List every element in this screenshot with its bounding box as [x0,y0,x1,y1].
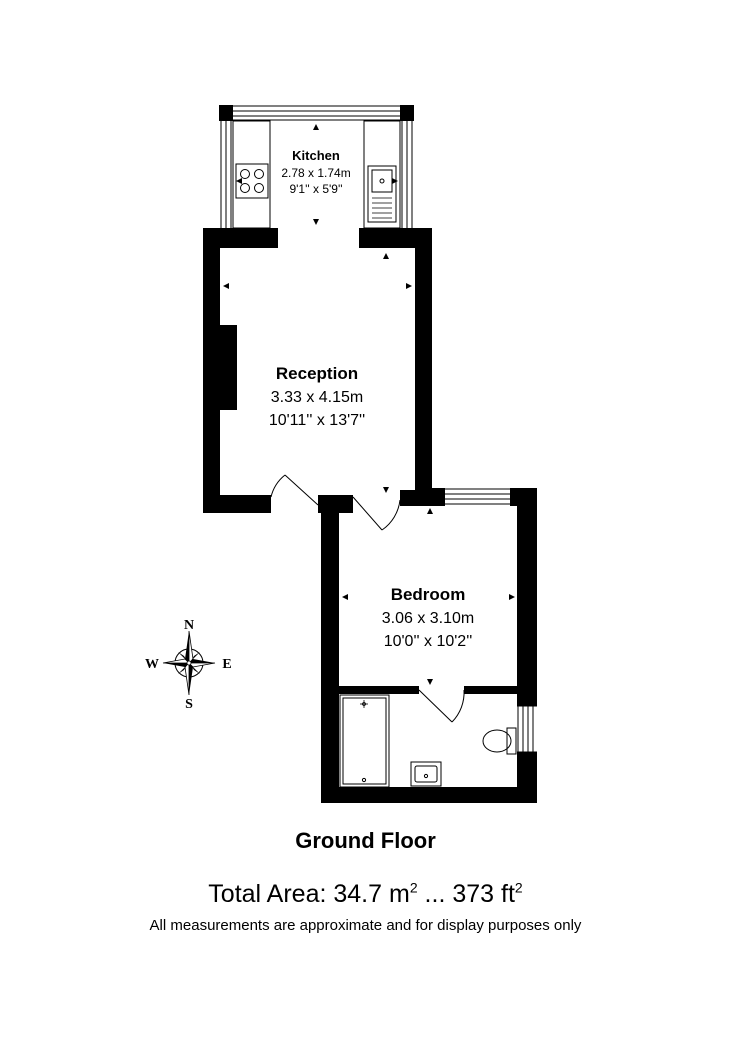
kitchen-area: Kitchen 2.78 x 1.74m 9'1'' x 5'9'' [219,105,414,229]
reception-bedroom-door [352,496,401,531]
walls [203,228,537,803]
total-area-imperial: 373 ft [452,880,515,908]
disclaimer: All measurements are approximate and for… [149,917,582,934]
reception-area: Reception 3.33 x 4.15m 10'11'' x 13'7'' [223,253,412,493]
total-area-metric: 34.7 m [333,880,410,908]
bedroom-metric: 3.06 x 3.10m [382,610,475,627]
kitchen-name: Kitchen [292,148,340,163]
kitchen-arrow-top [313,124,319,130]
kitchen-arrow-bottom [313,219,319,225]
compass-south-label: S [185,697,193,712]
bedroom-area: Bedroom 3.06 x 3.10m 10'0'' x 10'2'' [342,508,515,685]
kitchen-imperial: 9'1'' x 5'9'' [289,182,342,196]
toilet-icon [482,727,517,755]
metric-superscript: 2 [409,879,418,896]
kitchen-metric: 2.78 x 1.74m [281,166,350,180]
bathroom-window [517,705,537,753]
bedroom-arrow-right [509,594,515,600]
total-area-separator: ... [417,880,453,908]
total-area: Total Area: 34.7 m2 ... 373 ft2 [0,880,731,909]
bedroom-imperial: 10'0'' x 10'2'' [384,633,473,650]
floor-title: Ground Floor [295,828,436,853]
kitchen-arrow-right [392,178,398,184]
kitchen-arrow-left [236,178,242,184]
bathroom-door [418,689,465,723]
kitchen-window [233,105,400,121]
reception-imperial: 10'11'' x 13'7'' [269,412,365,429]
total-area-label: Total Area: [208,880,334,908]
kitchen-side-glazing [220,121,413,228]
reception-arrow-bottom [383,487,389,493]
bedroom-window [445,488,510,505]
bedroom-arrow-left [342,594,348,600]
basin-icon [410,761,442,787]
reception-arrow-right [406,283,412,289]
shower-head-icon [360,700,368,708]
compass-north-label: N [184,618,194,633]
sink-icon [367,165,397,223]
imperial-superscript: 2 [514,879,523,896]
reception-arrow-top [383,253,389,259]
compass-rose-icon [162,630,216,696]
bathtub-icon [339,694,390,788]
bedroom-arrow-bottom [427,679,433,685]
compass-east-label: E [222,657,231,672]
front-door [270,474,319,506]
reception-name: Reception [276,364,358,383]
reception-arrow-left [223,283,229,289]
compass-west-label: W [145,657,159,672]
bedroom-name: Bedroom [391,585,466,604]
reception-metric: 3.33 x 4.15m [271,389,364,406]
bedroom-arrow-top [427,508,433,514]
